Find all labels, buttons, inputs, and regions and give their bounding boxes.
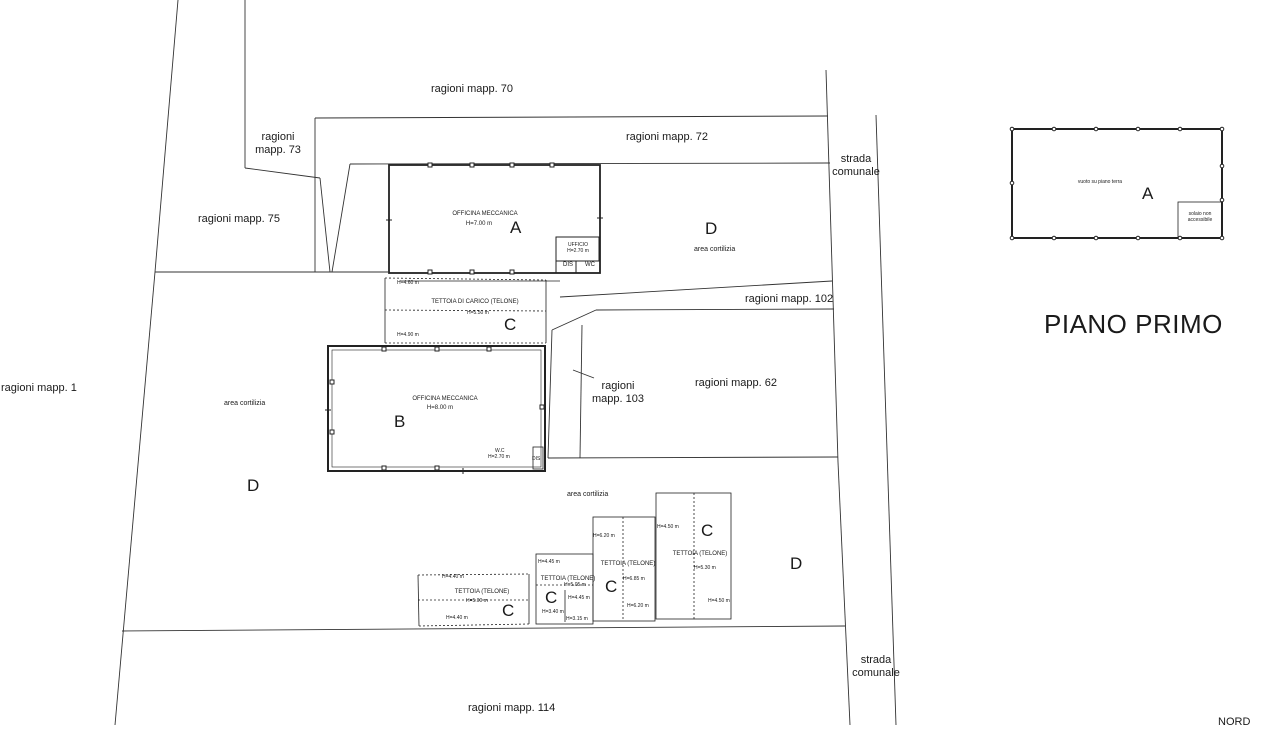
plan-title: PIANO PRIMO xyxy=(1044,309,1223,339)
building-a-letter: A xyxy=(510,218,522,237)
first-floor-note-line2: accessibile xyxy=(1187,217,1213,223)
canopy-top-letter: C xyxy=(504,315,517,334)
tettoia-4-h3: H=4.50 m xyxy=(708,598,730,604)
label-strada-bottom-line1: strada xyxy=(860,654,892,666)
tettoia-3-name: TETTOIA (TELONE) xyxy=(600,561,656,567)
canopy-top-h2: H=5.50 m xyxy=(467,310,489,316)
label-mapp-73: ragioni mapp. 73 xyxy=(252,131,304,157)
tettoia-4-h2: H=5.30 m xyxy=(694,565,716,571)
tettoia-2-h2: H=5.05 m xyxy=(564,582,586,588)
tettoia-3-letter: C xyxy=(605,577,618,596)
label-area-cortilizia-right: area cortilizia xyxy=(694,246,736,253)
property-boundaries xyxy=(114,0,897,725)
tettoia-1-h3: H=4.40 m xyxy=(446,615,468,621)
building-a-name: OFFICINA MECCANICA xyxy=(452,211,518,217)
building-a-outline xyxy=(386,162,603,275)
tettoia-3-h2: H=6.85 m xyxy=(623,576,645,582)
label-mapp-72: ragioni mapp. 72 xyxy=(626,131,708,143)
dis-room-b: DIS xyxy=(532,456,541,462)
zone-letter-d-top: D xyxy=(705,219,718,238)
tettoia-3-h3: H=6.20 m xyxy=(627,603,649,609)
tettoia-2-h4: H=3.40 m xyxy=(542,609,564,615)
canopy-top-h1: H=4.60 m xyxy=(397,280,419,286)
zone-letter-d-right: D xyxy=(790,554,803,573)
dis-room-a: DIS xyxy=(563,262,574,268)
first-floor-note: solaio non accessibile xyxy=(1179,211,1221,223)
label-strada-top-line1: strada xyxy=(840,153,872,165)
label-area-cortilizia-bottom: area cortilizia xyxy=(567,491,609,498)
label-strada-comunale-bottom: strada comunale xyxy=(846,654,906,680)
label-mapp-103-line1: ragioni xyxy=(601,380,635,392)
north-label: NORD xyxy=(1218,716,1251,728)
label-strada-bottom-line2: comunale xyxy=(852,667,900,679)
tettoia-1-letter: C xyxy=(502,601,515,620)
building-b-letter: B xyxy=(394,412,406,431)
building-a-height: H=7.00 m xyxy=(465,221,493,227)
tettoia-1-h2: H=5.00 m xyxy=(466,598,488,604)
label-mapp-103: ragioni mapp. 103 xyxy=(588,380,648,406)
tettoia-4-h1: H=4.50 m xyxy=(657,524,679,530)
canopy-top-h3: H=4.90 m xyxy=(397,332,419,338)
label-mapp-1: ragioni mapp. 1 xyxy=(1,382,77,394)
wc-room-a: WC xyxy=(585,262,595,268)
label-mapp-103-line2: mapp. 103 xyxy=(592,393,644,405)
tettoia-4-outline xyxy=(655,492,732,620)
first-floor-letter: A xyxy=(1142,184,1154,203)
wc-room-b-height: H=2.70 m xyxy=(488,454,510,460)
tettoia-1-h1: H=4.40 m xyxy=(442,574,464,580)
label-mapp-70: ragioni mapp. 70 xyxy=(431,83,513,95)
building-b-name: OFFICINA MECCANICA xyxy=(412,396,478,402)
label-mapp-73-line2: mapp. 73 xyxy=(255,144,301,156)
tettoia-4-name: TETTOIA (TELONE) xyxy=(672,551,728,557)
tettoia-2-name: TETTOIA (TELONE) xyxy=(540,576,596,582)
label-strada-top-line2: comunale xyxy=(832,166,880,178)
ufficio-height: H=2.70 m xyxy=(567,248,589,254)
label-mapp-102: ragioni mapp. 102 xyxy=(745,293,834,305)
tettoia-3-outline xyxy=(592,516,656,622)
ufficio-label: UFFICIO xyxy=(568,242,588,248)
label-mapp-114: ragioni mapp. 114 xyxy=(468,702,556,714)
tettoia-1-outline xyxy=(417,573,530,627)
tettoia-2-h3: H=4.45 m xyxy=(568,595,590,601)
label-strada-comunale-top: strada comunale xyxy=(826,153,886,179)
first-floor-outline xyxy=(1009,126,1225,241)
label-mapp-75: ragioni mapp. 75 xyxy=(198,213,280,225)
wc-room-b: W.C xyxy=(495,448,505,454)
building-b-height: H=8.00 m xyxy=(426,405,454,411)
tettoia-4-letter: C xyxy=(701,521,714,540)
tettoia-1-name: TETTOIA (TELONE) xyxy=(454,589,510,595)
tettoia-2-h5: H=3.15 m xyxy=(566,616,588,622)
tettoia-2-letter: C xyxy=(545,588,558,607)
first-floor-void-label: vuoto su piano terra xyxy=(1077,179,1123,185)
canopy-top-name: TETTOIA DI CARICO (TELONE) xyxy=(431,299,519,305)
building-b-outline xyxy=(325,345,546,474)
zone-letter-d-left: D xyxy=(247,476,260,495)
label-mapp-73-line1: ragioni xyxy=(261,131,295,143)
first-floor-note-line1: solaio non xyxy=(1188,211,1212,217)
tettoia-3-h1: H=6.20 m xyxy=(593,533,615,539)
label-mapp-62: ragioni mapp. 62 xyxy=(695,377,777,389)
label-area-cortilizia-left: area cortilizia xyxy=(224,400,266,407)
canopy-top-outline xyxy=(384,277,560,344)
tettoia-2-h1: H=4.45 m xyxy=(538,559,560,565)
